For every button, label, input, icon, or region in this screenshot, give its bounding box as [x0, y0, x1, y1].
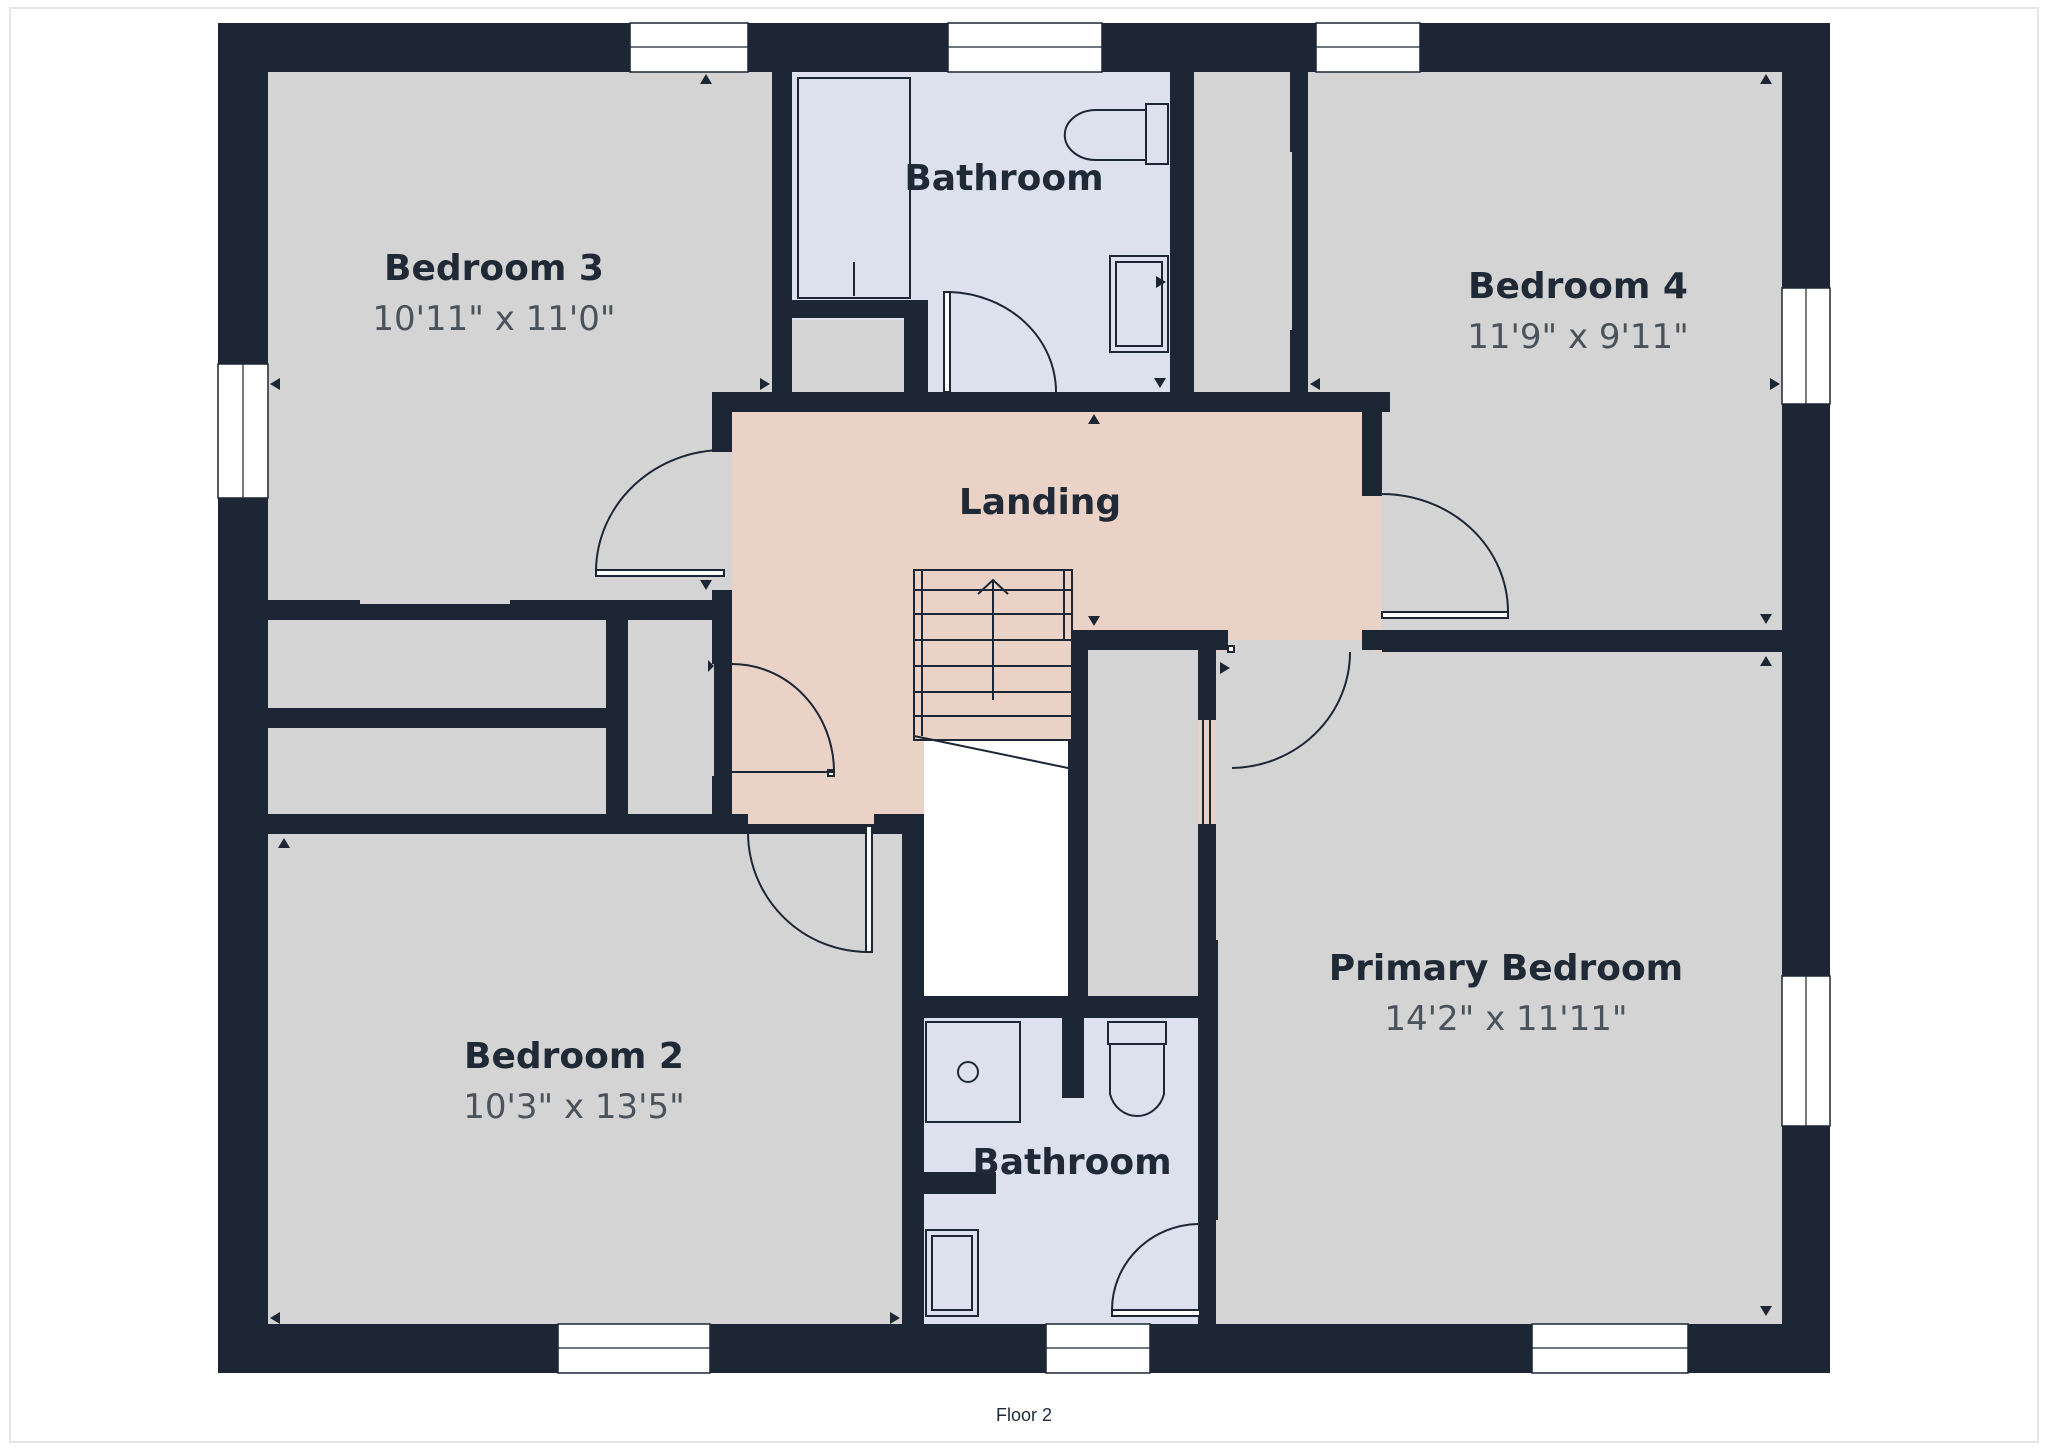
stair-void	[924, 736, 1068, 996]
closet-right	[1194, 72, 1294, 392]
bathroom-bottom-fixtures	[925, 1021, 1167, 1317]
window-mullions	[242, 46, 1807, 1349]
floor-label: Floor 2	[996, 1405, 1052, 1425]
toilet-bowl-bottom	[1109, 1043, 1165, 1118]
room-primary-bedroom	[1216, 652, 1782, 1324]
room-label-primary-bedroom: Primary Bedroom	[1329, 948, 1683, 989]
bathtub	[797, 77, 911, 299]
interior-walls	[268, 60, 1782, 1324]
room-label-bedroom-4: Bedroom 4	[1468, 266, 1688, 307]
closet-left-lower	[268, 728, 606, 814]
room-dims-bedroom-4: 11'9" x 9'11"	[1467, 317, 1689, 357]
hall-closet	[1088, 650, 1198, 996]
dimension-markers	[270, 74, 1780, 1324]
linen-closet	[792, 320, 912, 392]
room-dims-bedroom-2: 10'3" x 13'5"	[463, 1087, 685, 1127]
room-bedroom-2	[268, 834, 902, 1324]
shower-drain	[957, 1061, 979, 1083]
room-label-bedroom-3: Bedroom 3	[384, 248, 604, 289]
staircase	[913, 569, 1073, 769]
sink-bottom	[925, 1229, 979, 1317]
sliding-doors	[354, 152, 1301, 940]
room-dims-primary-bedroom: 14'2" x 11'11"	[1384, 999, 1627, 1039]
toilet-tank-bottom	[1107, 1021, 1167, 1045]
closet-left-side	[628, 620, 714, 814]
room-label-bedroom-2: Bedroom 2	[464, 1036, 684, 1077]
room-label-bathroom-bottom: Bathroom	[972, 1142, 1171, 1183]
closet-left-upper	[268, 620, 606, 708]
room-bedroom-3	[268, 72, 772, 604]
room-label-bathroom-top: Bathroom	[904, 158, 1103, 199]
room-label-landing: Landing	[959, 482, 1121, 523]
swing-doors	[595, 291, 1509, 1317]
toilet-top	[1145, 103, 1169, 165]
bathroom-top-fixtures	[797, 77, 1169, 353]
room-dims-bedroom-3: 10'11" x 11'0"	[372, 299, 615, 339]
room-bedroom-4	[1308, 72, 1782, 632]
sink-top	[1109, 255, 1169, 353]
toilet-bowl-top	[1063, 109, 1147, 161]
